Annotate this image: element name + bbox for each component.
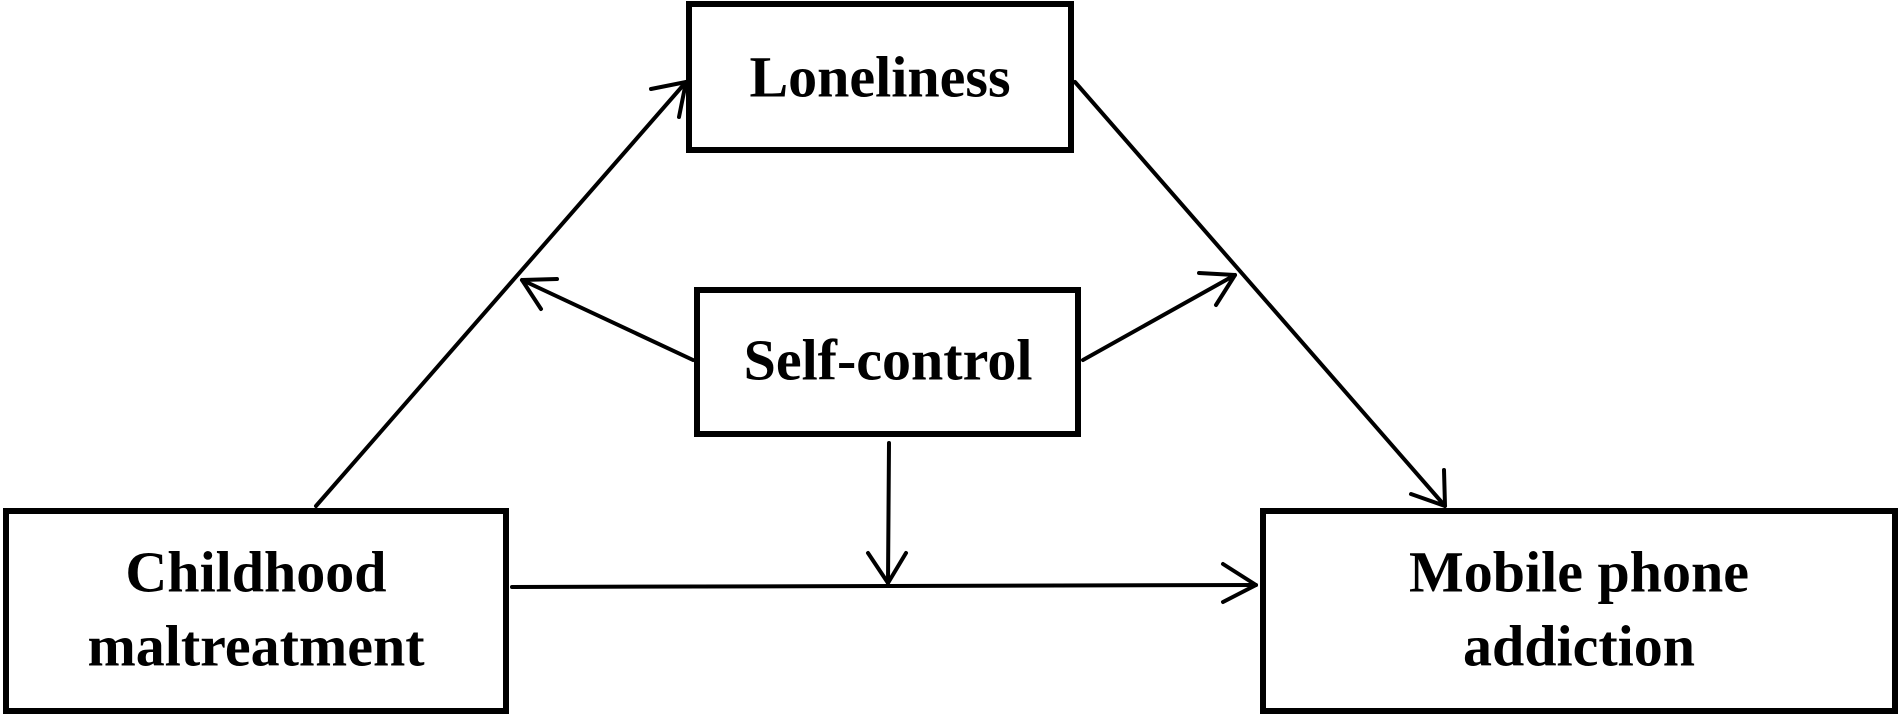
node-childhood-maltreatment: Childhood maltreatment — [3, 508, 509, 714]
childhood-maltreatment-line1: Childhood — [125, 540, 386, 605]
edge-selfcontrol-to-path-a — [520, 278, 695, 362]
edge-loneliness-to-addiction — [1073, 80, 1447, 508]
arrowhead-direct-path — [866, 551, 908, 585]
edges — [314, 80, 1447, 604]
arrowhead-addiction-side — [1221, 562, 1258, 604]
edge-selfcontrol-to-path-b — [1081, 273, 1237, 362]
edge-maltreatment-to-addiction — [510, 583, 1258, 589]
edge-maltreatment-to-loneliness — [314, 80, 688, 508]
arrowhead-path-a — [520, 277, 559, 311]
node-mobile-phone-addiction: Mobile phone addiction — [1260, 508, 1898, 714]
edge-selfcontrol-to-direct-path — [886, 441, 891, 585]
mobile-phone-addiction-line1: Mobile phone — [1409, 540, 1749, 605]
self-control-label: Self-control — [744, 328, 1033, 393]
mobile-phone-addiction-line2: addiction — [1463, 614, 1695, 679]
childhood-maltreatment-line2: maltreatment — [87, 614, 425, 679]
node-self-control: Self-control — [694, 287, 1081, 437]
node-loneliness: Loneliness — [686, 1, 1074, 153]
arrowhead-path-b — [1197, 271, 1237, 307]
loneliness-label: Loneliness — [749, 45, 1010, 110]
arrowhead-addiction-top — [1409, 468, 1447, 508]
